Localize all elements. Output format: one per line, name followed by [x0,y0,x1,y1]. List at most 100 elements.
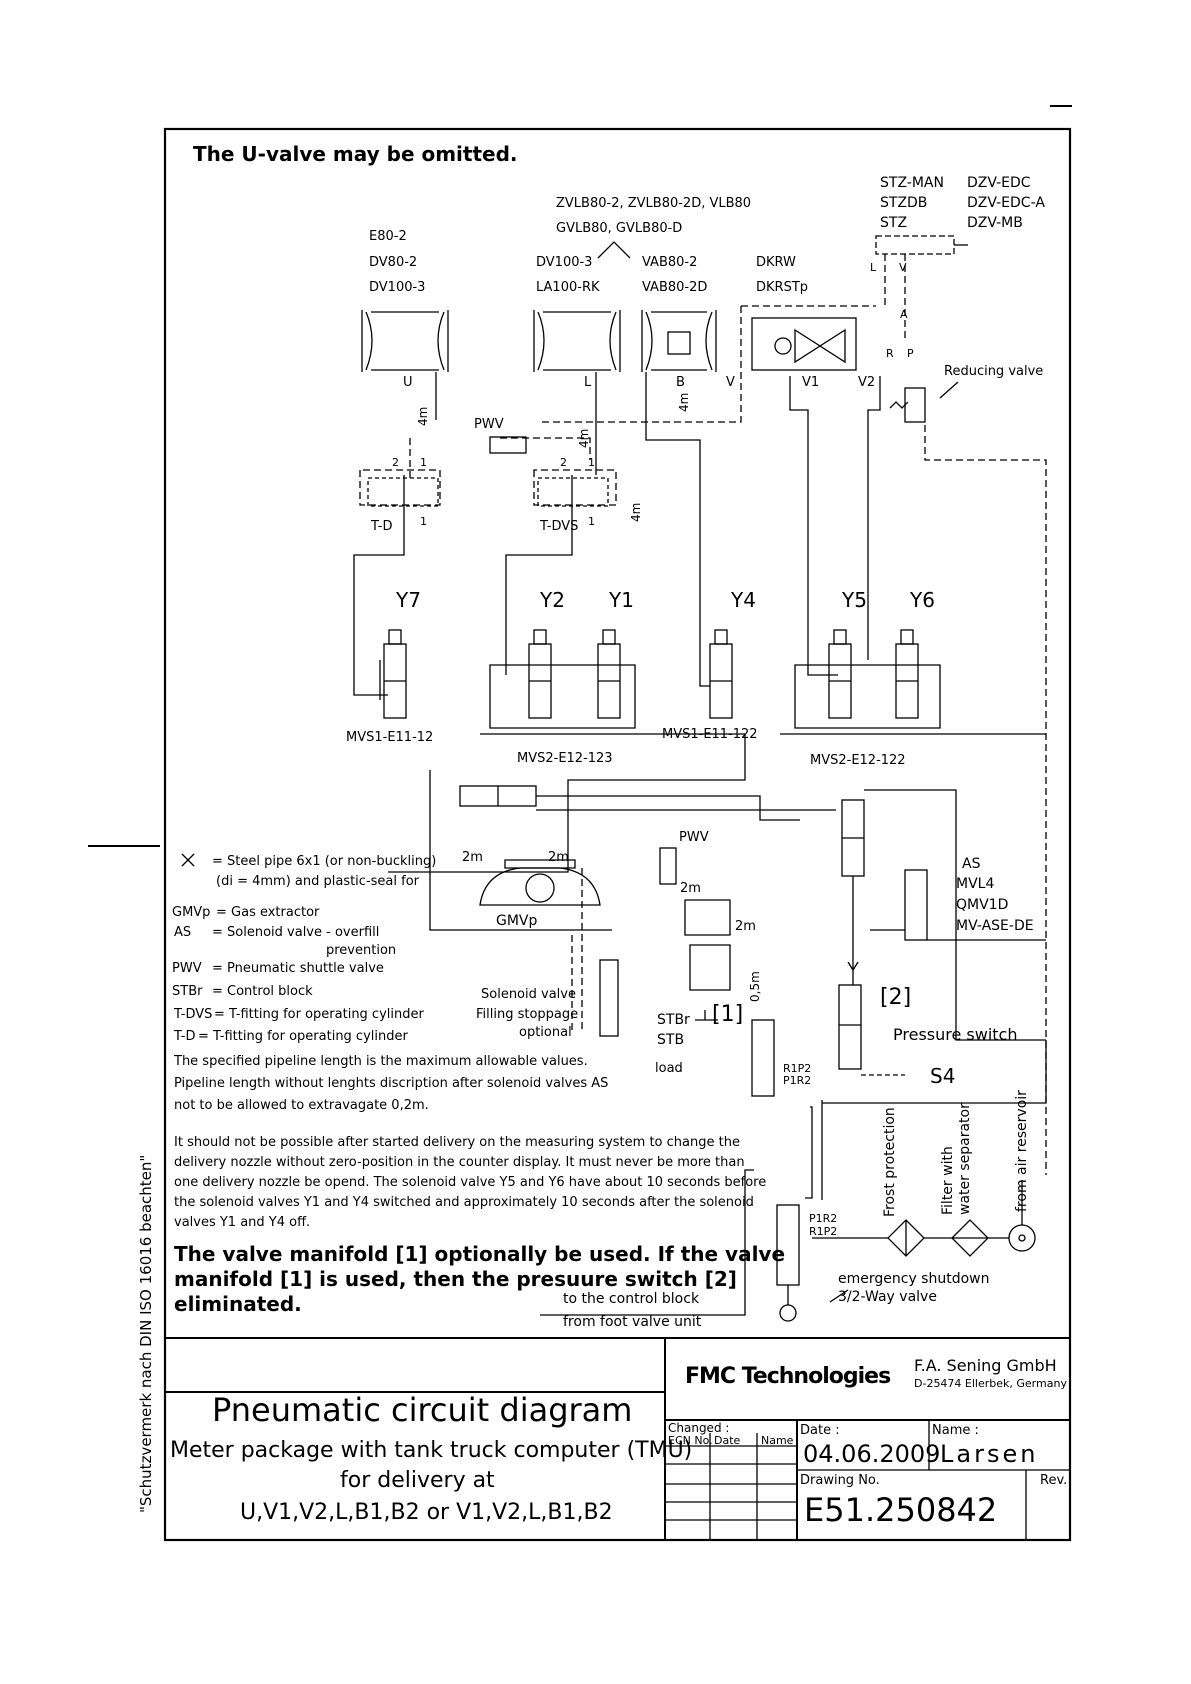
paragraph-5: valves Y1 and Y4 off. [174,1215,311,1230]
changed-label: Changed : [668,1421,730,1435]
company-address: D-25474 Ellerbek, Germany [914,1377,1067,1390]
l-type-top-2: GVLB80, GVLB80-D [556,221,683,236]
b-type-2: VAB80-2D [642,280,708,295]
reducing-valve-label: Reducing valve [944,364,1044,379]
port-v2: V2 [858,375,876,390]
filling-stoppage-label: Filling stoppage [476,1007,579,1022]
valve-y4 [709,629,733,719]
date-value: 04.06.2009 [803,1440,941,1468]
optional-label: optional [519,1025,572,1040]
port-u: U [403,375,413,390]
name-label: Name : [932,1423,979,1438]
legend-9-sym: T-D [174,1029,196,1044]
rev-label: Rev. [1040,1473,1068,1488]
reducing-port-a: A [900,308,908,321]
tdvs-port-2: 2 [560,456,567,469]
stb-label: STB [657,1032,685,1048]
label-mvs1-e11-12: MVS1-E11-12 [346,730,434,745]
side-protection-notice: "Schutzvermerk nach DIN ISO 16016 beacht… [137,1154,155,1513]
len-4m-mid: 4m [629,502,643,522]
p1r2-label: P1R2 [783,1074,812,1087]
label-y7: Y7 [396,588,421,612]
subtitle-1: Meter package with tank truck computer (… [170,1438,693,1463]
stz-port-v: V [899,261,907,274]
l-type-1: DV100-3 [536,255,593,270]
paragraph-1: It should not be possible after started … [174,1135,740,1150]
bold-note-3: eliminated. [174,1292,302,1316]
valve-y7 [383,629,407,719]
s4-label: S4 [930,1064,956,1088]
title: Pneumatic circuit diagram [212,1391,633,1429]
port-l: L [584,375,592,390]
solenoid-valve-label: Solenoid valve [481,987,576,1002]
dk-type-1: DKRW [756,255,796,270]
way-valve-label: 3/2-Way valve [838,1289,937,1305]
legend-8-sym: T-DVS [174,1007,213,1022]
td-port-1: 1 [420,456,427,469]
company-name: F.A. Sening GmbH [914,1356,1057,1375]
name-col: Name [761,1434,794,1447]
stz-port-l: L [870,261,877,274]
date-label: Date : [800,1423,840,1438]
len-4m-u: 4m [416,406,430,426]
b-type-1: VAB80-2 [642,255,698,270]
l-type-top-1: ZVLB80-2, ZVLB80-2D, VLB80 [556,196,752,211]
stz-right-2: DZV-EDC-A [967,195,1045,211]
paragraph-2: delivery nozzle without zero-position in… [174,1155,745,1170]
reducing-port-p: P [907,347,914,360]
stz-right-1: DZV-EDC [967,175,1031,191]
legend-3-sym: GMVp [172,905,211,920]
valve-y1 [597,629,621,719]
label-mvs2-e12-123: MVS2-E12-123 [517,751,613,766]
dk-valve-body [751,317,857,371]
len-4m-l: 4m [577,428,591,448]
legend-7: = Control block [212,984,313,999]
header-note: The U-valve may be omitted. [193,142,518,166]
note-2: Pipeline length without lenghts discript… [174,1076,609,1091]
gmvp-label: GMVp [496,913,538,929]
drawing-frame [163,127,1072,1542]
water-separator-label: water separator [957,1103,973,1215]
len-05m: 0,5m [748,971,762,1002]
filter-with-label: Filter with [940,1146,956,1215]
l-type-2: LA100-RK [536,280,600,295]
subtitle-3: U,V1,V2,L,B1,B2 or V1,V2,L,B1,B2 [240,1500,613,1525]
u-type-1: E80-2 [369,229,407,244]
legend-4: = Solenoid valve - overfill [212,925,380,940]
u-type-3: DV100-3 [369,280,426,295]
from-air-reservoir-label: from air reservoir [1014,1090,1030,1212]
legend-4-sym: AS [174,925,192,940]
reducing-port-r: R [886,347,894,360]
stbr-label: STBr [657,1012,690,1028]
legend-7-sym: STBr [172,984,203,999]
valve-y6 [895,629,919,719]
bracket-1-label: [1] [712,1002,744,1027]
len-2m-b: 2m [548,850,569,865]
as-list-1: AS [962,856,981,872]
legend-9: = T-fitting for operating cylinder [198,1029,408,1044]
td-label: T-D [371,519,393,534]
bracket-2-label: [2] [880,985,912,1010]
valve-y2 [528,629,552,719]
date-col: Date [714,1434,741,1447]
label-y6: Y6 [910,588,935,612]
len-2m-c: 2m [680,881,701,896]
port-v1: V1 [802,375,820,390]
valve-l-body [533,310,621,372]
port-b: B [676,375,685,390]
drawing-no-label: Drawing No. [800,1473,880,1488]
tdvs-label: T-DVS [540,519,579,534]
td-port-2: 2 [392,456,399,469]
len-4m-b: 4m [677,392,691,412]
stz-left-1: STZ-MAN [880,175,944,191]
label-mvs1-e11-122: MVS1-E11-122 [662,727,758,742]
note-1: The specified pipeline length is the max… [174,1054,588,1069]
drawing-no-value: E51.250842 [804,1491,998,1529]
pwv-lower-label: PWV [679,830,709,845]
stz-left-2: STZDB [880,195,928,211]
as-list-2: MVL4 [956,876,995,892]
label-y4: Y4 [731,588,756,612]
valve-b-body [641,310,717,372]
pwv-top-label: PWV [474,417,504,432]
bold-note-2: manifold [1] is used, then the presuure … [174,1267,737,1291]
